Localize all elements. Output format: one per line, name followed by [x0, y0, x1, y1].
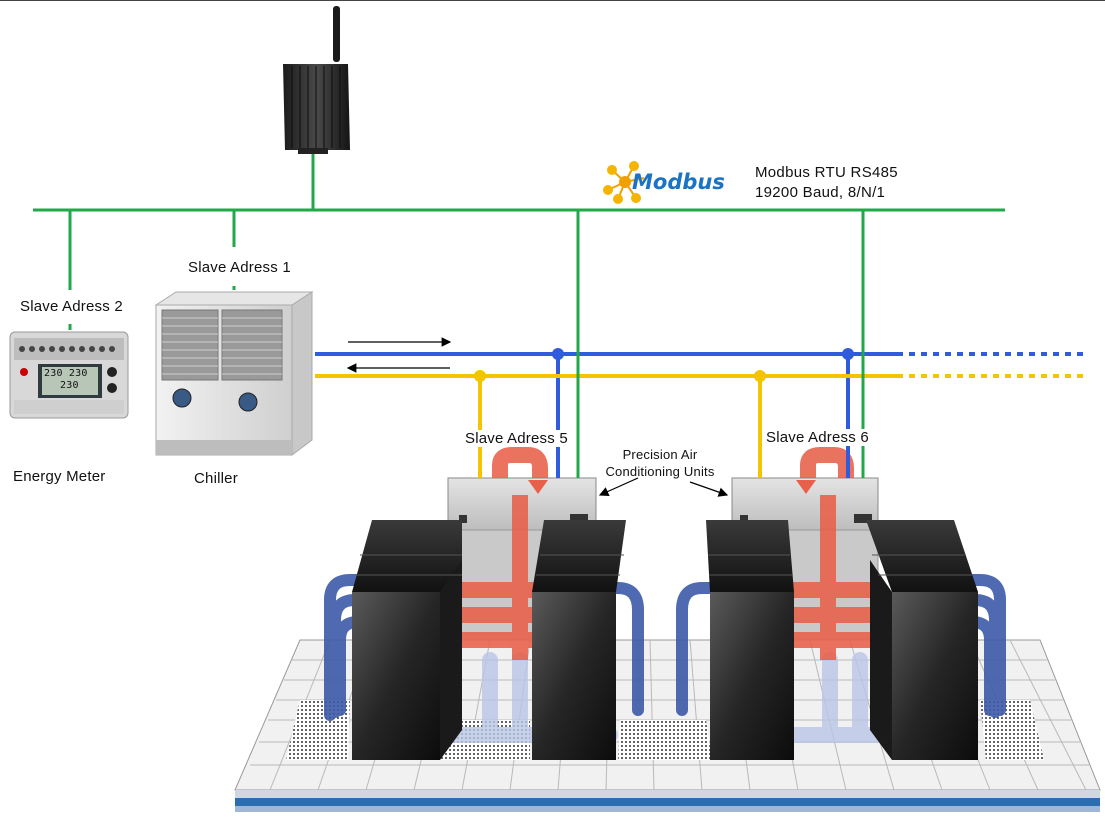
pac-left-slave-address: Slave Adress 5 — [463, 430, 570, 447]
pac-callout-line-2: Conditioning Units — [605, 464, 715, 479]
modbus-logo-text: Modbus — [632, 170, 725, 194]
server-rack-row-3 — [706, 520, 794, 760]
meter-slave-address: Slave Adress 2 — [20, 298, 123, 315]
modbus-settings: Modbus RTU RS485 19200 Baud, 8/N/1 — [755, 163, 898, 203]
return-water-pipe — [315, 370, 1085, 478]
server-rack-row-2 — [532, 520, 626, 760]
energy-meter-label: Energy Meter — [13, 468, 106, 485]
meter-display-line-2: 230 — [60, 380, 79, 391]
modbus-baud-line: 19200 Baud, 8/N/1 — [755, 184, 886, 201]
wireless-gateway[interactable] — [283, 6, 350, 154]
flow-direction-arrows — [346, 337, 452, 373]
chiller[interactable] — [154, 291, 314, 456]
server-rack-row-4 — [866, 520, 978, 760]
pac-right-slave-address: Slave Adress 6 — [764, 429, 871, 446]
chiller-label: Chiller — [194, 470, 238, 487]
energy-meter[interactable] — [9, 331, 129, 419]
meter-display-line-1: 230 230 — [44, 368, 88, 379]
callout-pointers — [598, 477, 729, 497]
modbus-logo-icon — [603, 161, 645, 204]
top-border — [0, 0, 1105, 1]
pac-callout-line-1: Precision Air — [622, 447, 698, 462]
chiller-slave-address: Slave Adress 1 — [188, 259, 291, 276]
modbus-protocol-line: Modbus RTU RS485 — [755, 164, 898, 181]
pac-callout: Precision Air Conditioning Units — [600, 446, 720, 480]
server-rack-row-1 — [352, 520, 462, 760]
